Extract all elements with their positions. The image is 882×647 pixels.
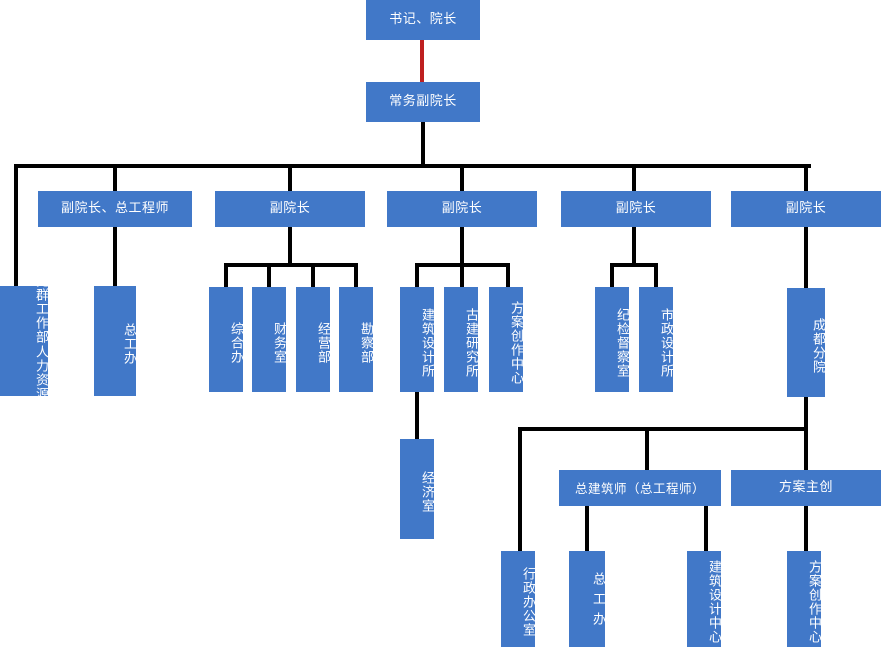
node-secretary-president[interactable]: 书记、院长 bbox=[366, 0, 480, 40]
drop-vp2-child4 bbox=[354, 263, 358, 289]
drop-vp3-child2 bbox=[460, 263, 464, 289]
rail-drop-vp2 bbox=[288, 164, 292, 191]
node-economics-office[interactable]: 经济室 bbox=[400, 439, 434, 539]
node-finance-office[interactable]: 财务室 bbox=[252, 287, 286, 392]
drop-vp4-child2 bbox=[654, 263, 658, 289]
node-vp2[interactable]: 副院长 bbox=[215, 191, 365, 227]
drop-vp2-child3 bbox=[311, 263, 315, 289]
connector-l1-rail bbox=[421, 122, 425, 164]
connector-vp4-down bbox=[632, 227, 636, 263]
rail-chengdu-children bbox=[518, 427, 808, 431]
drop-chengdu-chief-architect bbox=[645, 427, 649, 472]
node-discipline-inspection-office[interactable]: 纪检督察室 bbox=[595, 287, 629, 392]
connector-l0-l1 bbox=[420, 40, 424, 82]
node-party-work-dept-label: 党群工作部 bbox=[33, 273, 48, 344]
node-vp5[interactable]: 副院长 bbox=[731, 191, 881, 227]
node-municipal-design-institute[interactable]: 市政设计所 bbox=[639, 287, 673, 392]
drop-scheme-lead-child1 bbox=[804, 506, 808, 553]
connector-architecture-to-economics bbox=[415, 392, 419, 441]
node-vp3[interactable]: 副院长 bbox=[387, 191, 537, 227]
node-operations-dept[interactable]: 经营部 bbox=[296, 287, 330, 392]
node-chief-architect[interactable]: 总建筑师（总工程师） bbox=[559, 470, 721, 506]
node-hr-dept-label: 人力资源部 bbox=[33, 344, 48, 415]
drop-chief-architect-child2 bbox=[704, 506, 708, 553]
node-architecture-design-institute[interactable]: 建筑设计所 bbox=[400, 287, 434, 392]
drop-vp2-child1 bbox=[224, 263, 228, 289]
node-admin-office[interactable]: 行政办公室 bbox=[501, 551, 535, 647]
rail-drop-left-edge bbox=[14, 164, 18, 289]
rail-vp4-children bbox=[610, 263, 658, 267]
rail-drop-vp5 bbox=[804, 164, 808, 191]
node-chengdu-scheme-creation-center[interactable]: 方案创作中心 bbox=[787, 551, 821, 647]
connector-vp1-down bbox=[113, 227, 117, 289]
node-scheme-creation-center[interactable]: 方案创作中心 bbox=[489, 287, 523, 392]
drop-chief-architect-child1 bbox=[585, 506, 589, 553]
drop-vp3-child1 bbox=[415, 263, 419, 289]
rail-drop-vp1 bbox=[113, 164, 117, 191]
node-hr-party-dept[interactable]: 人力资源部 党群工作部 bbox=[0, 274, 48, 415]
drop-chengdu-scheme-lead bbox=[804, 427, 808, 472]
node-chief-engineer-office[interactable]: 总工办 bbox=[94, 286, 136, 396]
node-chengdu-branch[interactable]: 成都分院 bbox=[787, 288, 825, 397]
connector-vp3-down bbox=[460, 227, 464, 263]
rail-drop-vp4 bbox=[632, 164, 636, 191]
drop-chengdu-admin-office bbox=[518, 427, 522, 553]
node-vp1[interactable]: 副院长、总工程师 bbox=[38, 191, 192, 227]
node-survey-dept[interactable]: 勘察部 bbox=[339, 287, 373, 392]
drop-vp4-child1 bbox=[610, 263, 614, 289]
rail-drop-vp3 bbox=[460, 164, 464, 191]
drop-vp2-child2 bbox=[267, 263, 271, 289]
node-executive-vice-president[interactable]: 常务副院长 bbox=[366, 82, 480, 122]
connector-vp2-down bbox=[288, 227, 292, 263]
node-chengdu-chief-engineer-office[interactable]: 总工办 bbox=[569, 551, 605, 647]
rail-vice-presidents bbox=[14, 164, 811, 168]
connector-vp5-down bbox=[804, 227, 808, 289]
node-general-office[interactable]: 综合办 bbox=[209, 287, 243, 392]
drop-vp3-child3 bbox=[506, 263, 510, 289]
rail-vp2-children bbox=[224, 263, 358, 267]
node-ancient-architecture-institute[interactable]: 古建研究所 bbox=[444, 287, 478, 392]
node-vp4[interactable]: 副院长 bbox=[561, 191, 711, 227]
node-architecture-design-center[interactable]: 建筑设计中心 bbox=[687, 551, 721, 647]
node-scheme-lead[interactable]: 方案主创 bbox=[731, 470, 881, 506]
connector-chengdu-down bbox=[804, 397, 808, 429]
